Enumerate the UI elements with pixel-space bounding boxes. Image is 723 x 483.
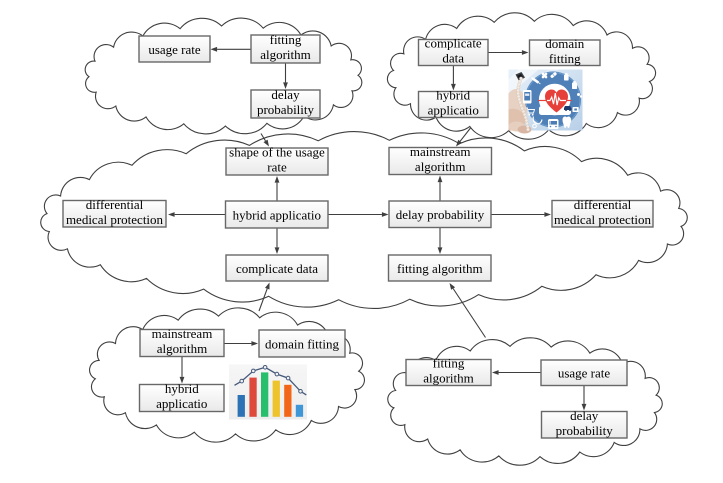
svg-text:medical protection: medical protection [554,212,652,227]
svg-text:differential: differential [574,197,632,212]
svg-text:delay: delay [271,87,300,102]
svg-text:medical protection: medical protection [66,212,164,227]
svg-text:probability: probability [556,423,614,438]
svg-text:algorithm: algorithm [415,159,466,174]
svg-text:hybrid: hybrid [436,88,470,103]
svg-text:applicatio: applicatio [156,396,207,411]
svg-text:domain fitting: domain fitting [265,336,340,351]
svg-text:usage rate: usage rate [558,366,611,381]
svg-text:fitting: fitting [270,32,302,47]
svg-text:shape of the usage: shape of the usage [229,145,325,160]
svg-text:fitting: fitting [433,356,465,371]
svg-text:delay: delay [570,408,599,423]
svg-text:fitting algorithm: fitting algorithm [397,261,483,276]
svg-text:applicatio: applicatio [428,103,479,118]
svg-text:algorithm: algorithm [157,341,208,356]
svg-text:data: data [442,51,464,66]
svg-text:differential: differential [86,197,144,212]
svg-text:mainstream: mainstream [410,144,471,159]
svg-text:algorithm: algorithm [260,47,311,62]
svg-text:probability: probability [257,102,315,117]
svg-text:domain: domain [545,36,584,51]
svg-text:hybrid: hybrid [165,381,199,396]
svg-text:usage rate: usage rate [148,42,201,57]
svg-text:delay probability: delay probability [396,207,485,222]
svg-text:complicate: complicate [425,36,482,51]
svg-text:rate: rate [267,160,287,175]
svg-text:fitting: fitting [549,51,581,66]
svg-text:hybrid applicatio: hybrid applicatio [233,207,321,222]
svg-text:algorithm: algorithm [423,371,474,386]
svg-text:complicate data: complicate data [236,261,318,276]
svg-text:mainstream: mainstream [152,326,213,341]
